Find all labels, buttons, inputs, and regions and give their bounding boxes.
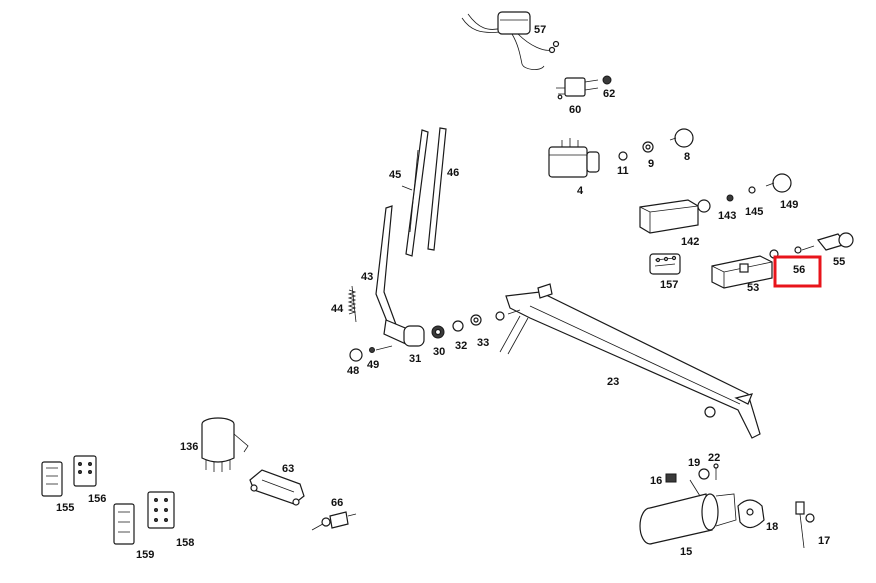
- part-label-30: 30: [433, 346, 445, 358]
- part-label-45: 45: [389, 169, 401, 181]
- part-label-66: 66: [331, 497, 343, 509]
- part-label-15: 15: [680, 546, 692, 558]
- part-label-17: 17: [818, 535, 830, 547]
- part-57-drawing: [461, 11, 560, 70]
- part-158-drawing: [147, 491, 175, 529]
- part-label-49: 49: [367, 359, 379, 371]
- part-label-56: 56: [793, 264, 805, 276]
- part-63-drawing: [249, 469, 305, 506]
- part-label-149: 149: [780, 199, 798, 211]
- part-label-33: 33: [477, 337, 489, 349]
- part-label-9: 9: [648, 158, 654, 170]
- part-142-drawing: [639, 173, 792, 234]
- part-label-145: 145: [745, 206, 763, 218]
- part-label-60: 60: [569, 104, 581, 116]
- part-156-drawing: [73, 455, 97, 487]
- part-18-drawing: [737, 499, 765, 529]
- part-label-159: 159: [136, 549, 154, 561]
- part-159-drawing: [113, 503, 135, 545]
- part-45-46-drawing: [401, 127, 447, 257]
- part-60-drawing: [556, 75, 612, 100]
- part-label-158: 158: [176, 537, 194, 549]
- part-157-drawing: [649, 253, 681, 275]
- part-label-62: 62: [603, 88, 615, 100]
- part-4-drawing: [548, 128, 694, 178]
- part-53-drawing: [711, 232, 854, 289]
- part-label-31: 31: [409, 353, 421, 365]
- part-label-16: 16: [650, 475, 662, 487]
- part-16-drawing: [665, 473, 677, 483]
- part-label-4: 4: [577, 185, 584, 197]
- part-label-155: 155: [56, 502, 74, 514]
- part-66-drawing: [311, 511, 357, 531]
- part-label-48: 48: [347, 365, 359, 377]
- part-136-drawing: [201, 417, 249, 472]
- part-17-drawing: [795, 501, 815, 549]
- part-label-136: 136: [180, 441, 198, 453]
- part-label-8: 8: [684, 151, 690, 163]
- part-19-22-drawing: [698, 463, 719, 480]
- highlight-box-part-56: [773, 255, 822, 288]
- part-15-drawing: [639, 479, 737, 545]
- part-43-44-drawing: [347, 205, 411, 345]
- part-label-19: 19: [688, 457, 700, 469]
- part-label-23: 23: [607, 376, 619, 388]
- part-label-57: 57: [534, 24, 546, 36]
- part-label-46: 46: [447, 167, 459, 179]
- part-label-18: 18: [766, 521, 778, 533]
- part-label-142: 142: [681, 236, 699, 248]
- part-31-row-drawing: [349, 314, 482, 362]
- part-label-11: 11: [617, 165, 629, 177]
- part-label-22: 22: [708, 452, 720, 464]
- part-label-53: 53: [747, 282, 759, 294]
- part-label-32: 32: [455, 340, 467, 352]
- part-label-157: 157: [660, 279, 678, 291]
- part-label-156: 156: [88, 493, 106, 505]
- part-label-143: 143: [718, 210, 736, 222]
- part-155-drawing: [41, 461, 63, 497]
- part-label-43: 43: [361, 271, 373, 283]
- part-23-drawing: [495, 283, 761, 439]
- part-label-55: 55: [833, 256, 845, 268]
- part-label-44: 44: [331, 303, 344, 315]
- part-label-63: 63: [282, 463, 294, 475]
